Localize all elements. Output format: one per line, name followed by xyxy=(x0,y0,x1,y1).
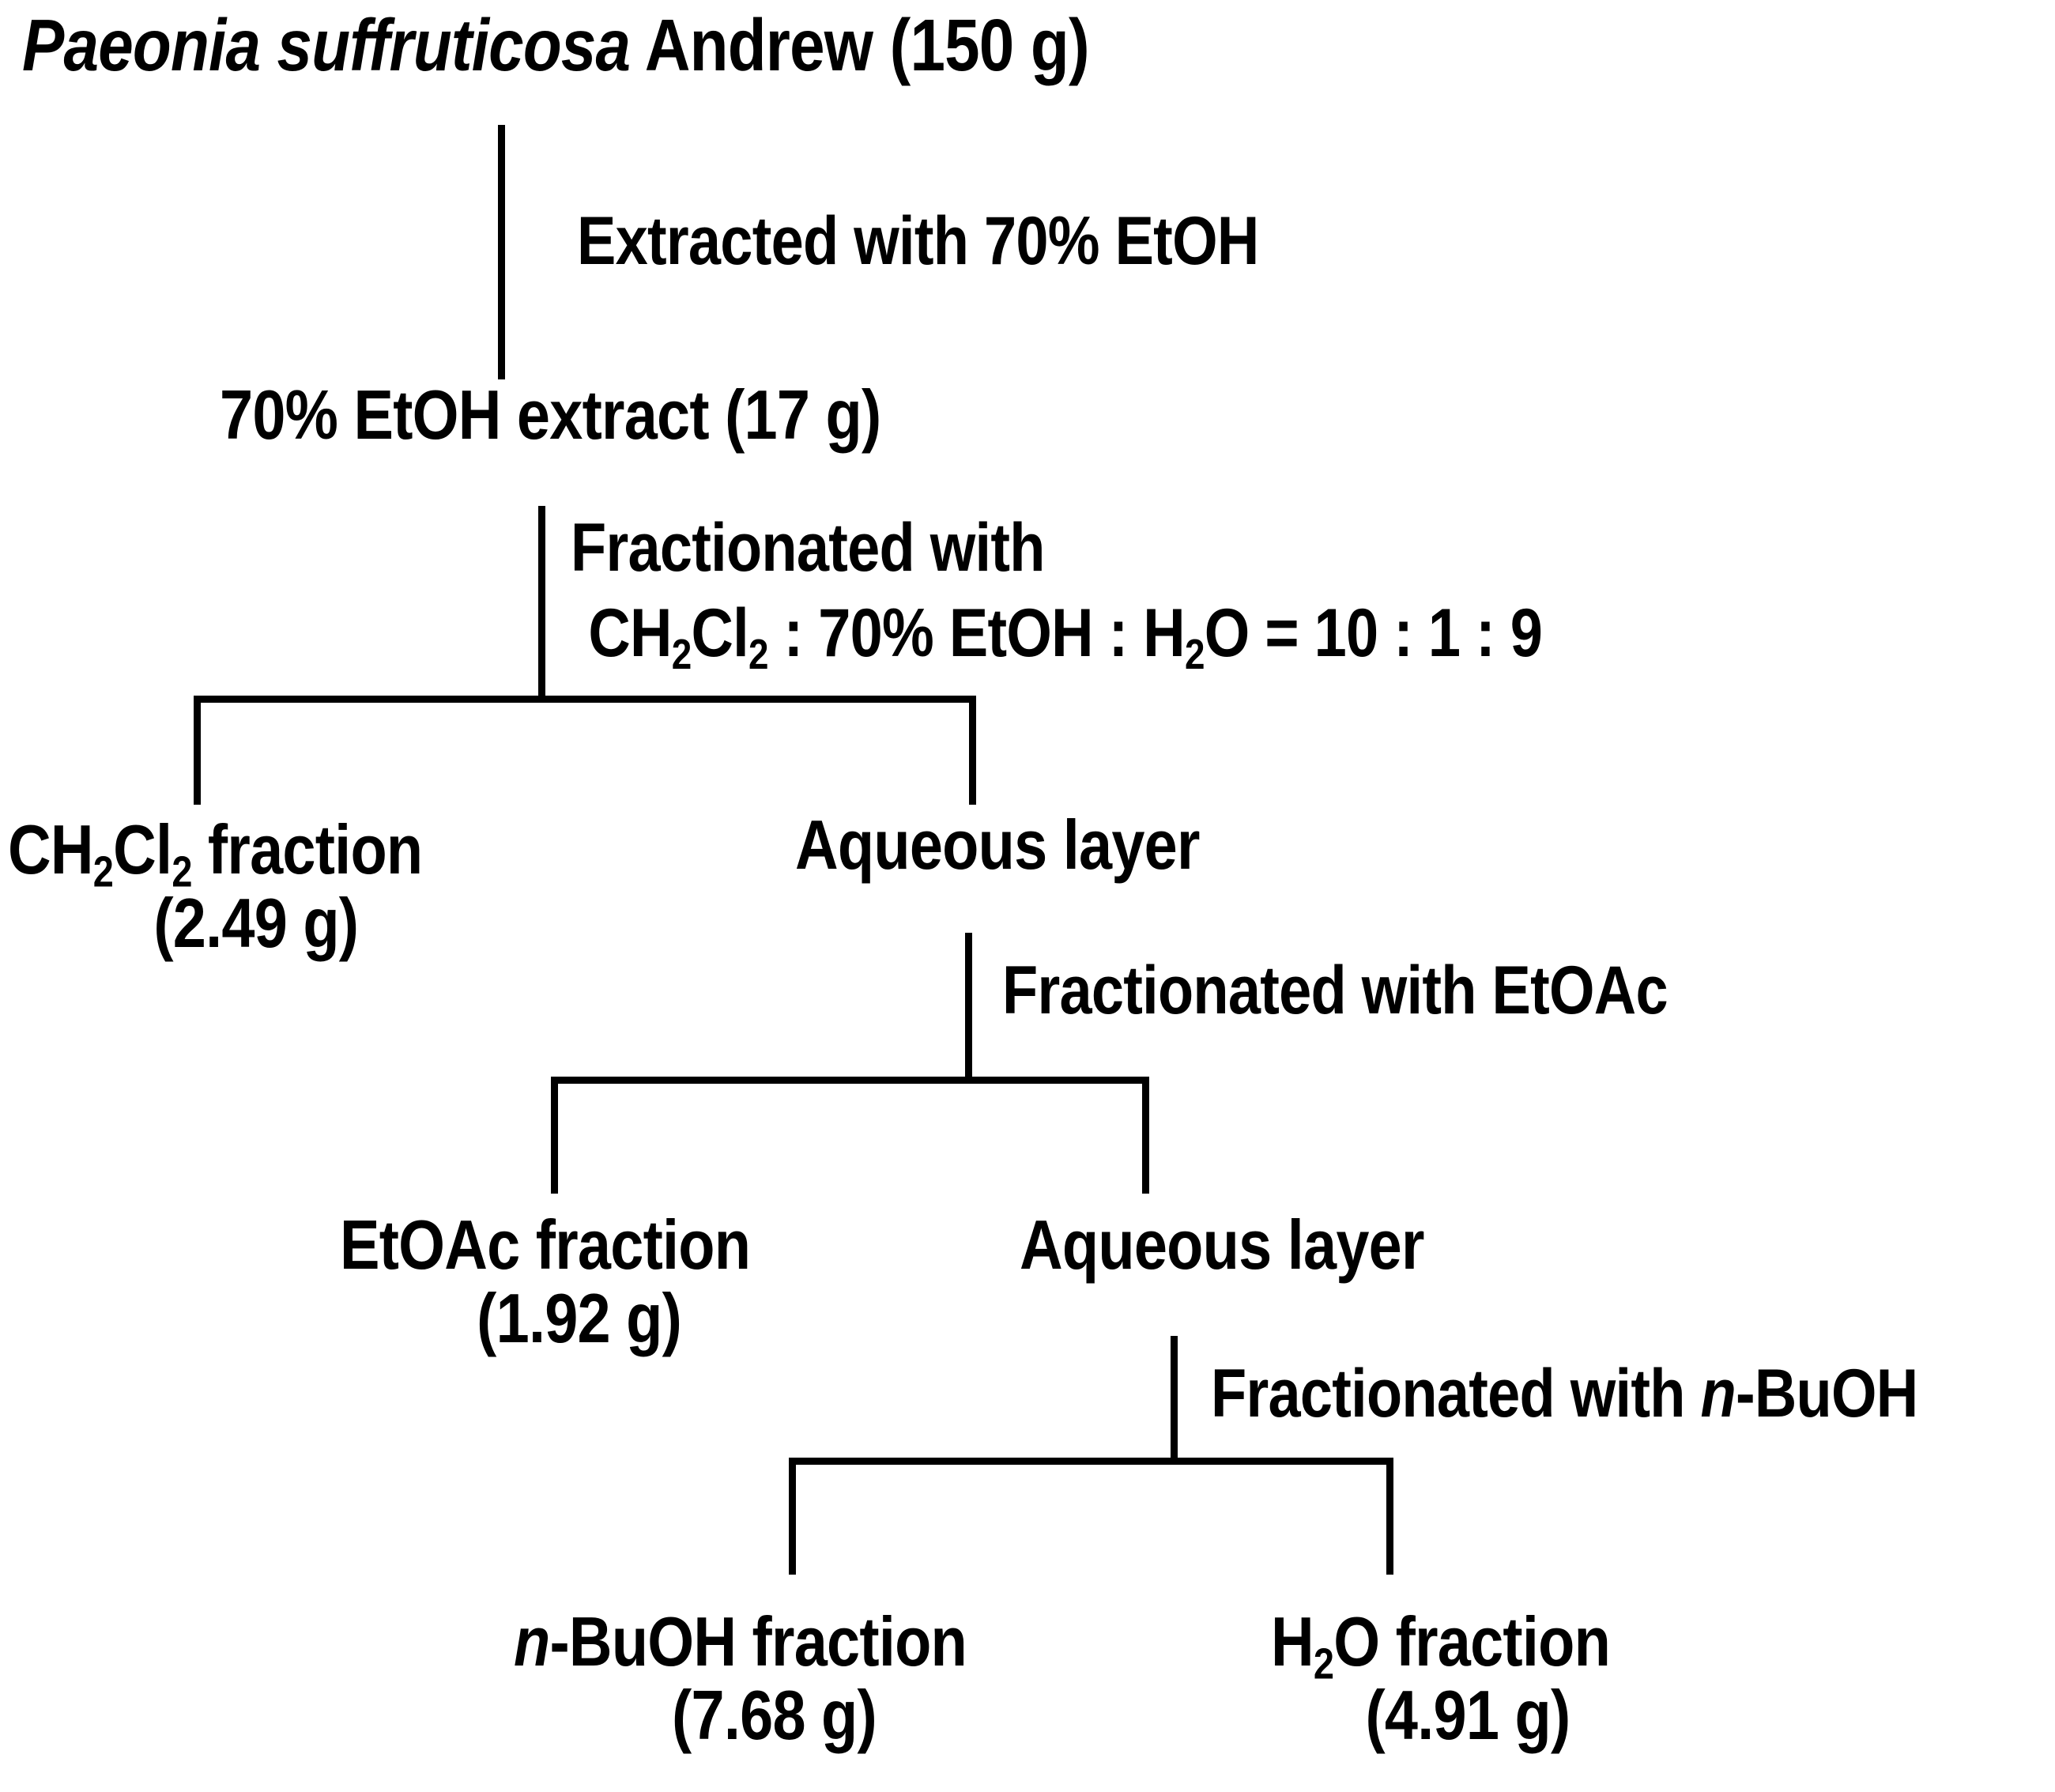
connector-split2-right-drop xyxy=(1142,1077,1149,1194)
connector-split1-left-drop xyxy=(194,696,201,805)
node-etoac-fraction-mass: (1.92 g) xyxy=(477,1279,682,1358)
process-line-2: CH2Cl2 : 70% EtOH : H2O = 10 : 1 : 9 xyxy=(571,591,1543,678)
node-aqueous-layer-2: Aqueous layer xyxy=(1020,1205,1424,1284)
process-label-extracted: Extracted with 70% EtOH xyxy=(577,203,1259,279)
italic-n-prefix: n xyxy=(1700,1356,1736,1432)
connector-split1-right-drop xyxy=(969,696,976,805)
subscript-2c: 2 xyxy=(1184,631,1205,678)
connector-split2-left-drop xyxy=(551,1077,558,1194)
connector-split3-horizontal xyxy=(789,1458,1393,1465)
connector-split3-left-drop xyxy=(789,1458,796,1575)
formula-cl: Cl xyxy=(113,810,172,888)
node-ethanol-extract: 70% EtOH extract (17 g) xyxy=(220,375,881,454)
node-nbuoh-fraction-mass: (7.68 g) xyxy=(672,1676,877,1755)
connector-split1-horizontal xyxy=(194,696,976,703)
node-etoac-fraction: EtOAc fraction (1.92 g) xyxy=(340,1205,751,1356)
node-dcm-fraction-mass: (2.49 g) xyxy=(153,884,359,963)
connector-trunk-extraction xyxy=(498,125,505,379)
connector-split2-horizontal xyxy=(551,1077,1149,1084)
species-authority: Andrew (150 g) xyxy=(630,4,1090,86)
node-water-fraction-label: O fraction xyxy=(1333,1602,1611,1681)
connector-split3-right-drop xyxy=(1386,1458,1393,1575)
formula-ratio: O = 10 : 1 : 9 xyxy=(1204,594,1543,671)
formula-h: H xyxy=(1271,1602,1314,1681)
process-prefix: Fractionated with xyxy=(1211,1356,1701,1432)
formula-ch: CH xyxy=(588,594,672,671)
formula-cl: Cl xyxy=(691,594,748,671)
node-nbuoh-fraction-label: -BuOH fraction xyxy=(549,1602,967,1681)
species-name: Paeonia suffruticosa xyxy=(22,4,631,86)
process-label-fractionated-etoac: Fractionated with EtOAc xyxy=(1002,953,1669,1028)
formula-etoh-water: : 70% EtOH : H xyxy=(767,594,1186,671)
process-suffix: -BuOH xyxy=(1735,1356,1918,1432)
formula-ch: CH xyxy=(8,810,94,888)
process-line-1: Fractionated with xyxy=(571,510,1045,586)
node-etoac-fraction-label: EtOAc fraction xyxy=(340,1205,751,1284)
connector-trunk-solvent-partition xyxy=(538,506,545,702)
node-nbuoh-fraction: n-BuOH fraction (7.68 g) xyxy=(514,1605,967,1752)
italic-n-prefix: n xyxy=(514,1602,550,1681)
node-aqueous-layer-1: Aqueous layer xyxy=(795,805,1200,884)
subscript-2a: 2 xyxy=(671,631,692,678)
node-label-fraction: fraction xyxy=(191,810,423,888)
node-dcm-fraction: CH2Cl2 fraction (2.49 g) xyxy=(8,810,423,960)
process-label-fractionated-buoh: Fractionated with n-BuOH xyxy=(1211,1356,1918,1432)
node-plant-material: Paeonia suffruticosa Andrew (150 g) xyxy=(22,4,1090,86)
process-label-fractionated-solvent: Fractionated with CH2Cl2 : 70% EtOH : H2… xyxy=(571,506,1543,678)
subscript-2b: 2 xyxy=(748,631,768,678)
node-water-fraction: H2O fraction (4.91 g) xyxy=(1271,1602,1611,1752)
connector-trunk-buoh-partition xyxy=(1171,1336,1178,1464)
connector-trunk-etoac-partition xyxy=(965,933,972,1083)
node-water-fraction-mass: (4.91 g) xyxy=(1365,1676,1570,1755)
